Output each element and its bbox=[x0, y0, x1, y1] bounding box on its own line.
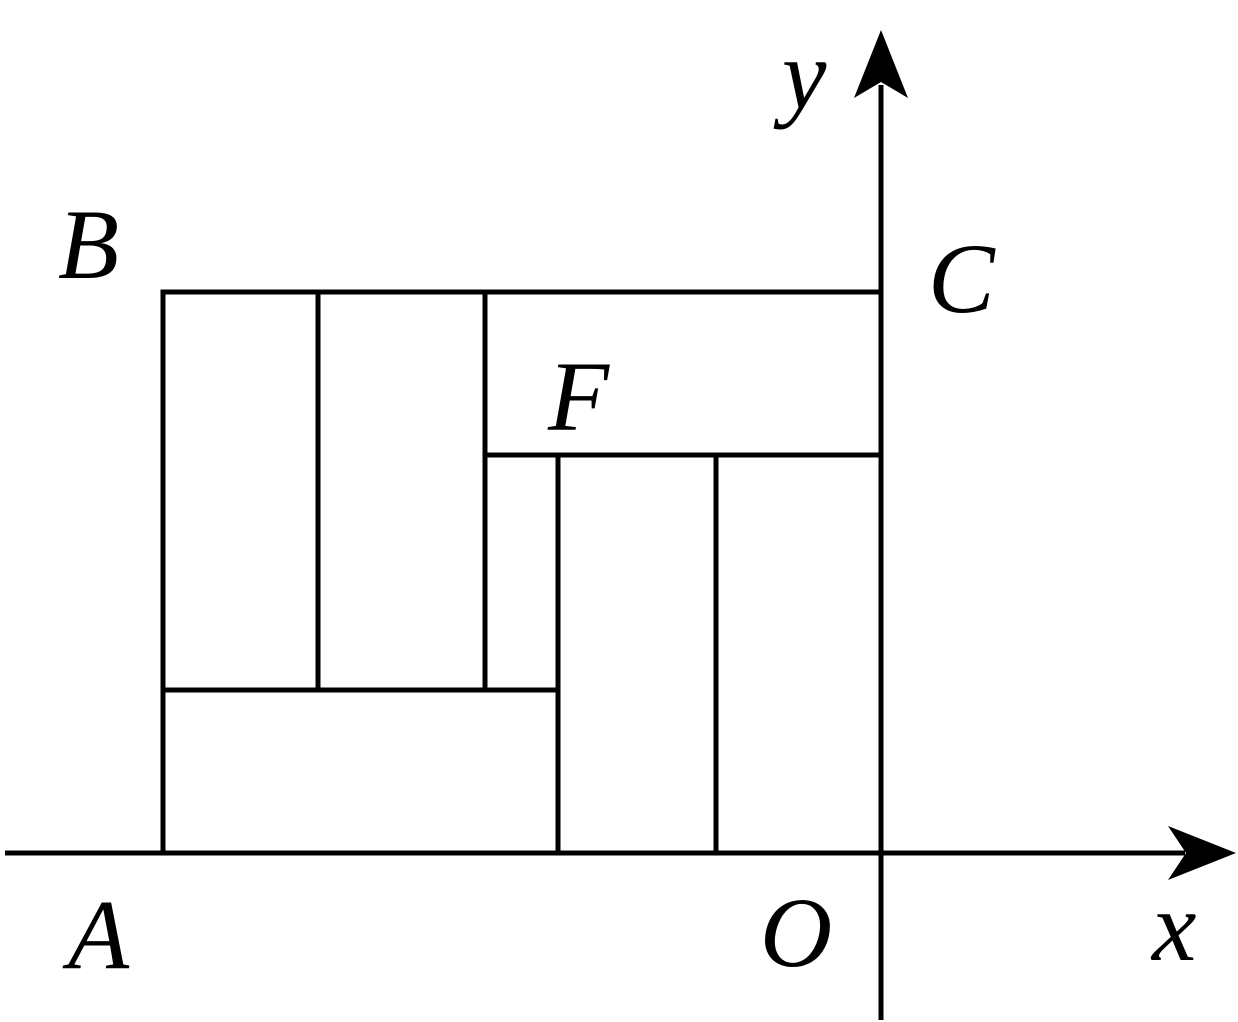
y-axis-arrowhead bbox=[854, 30, 908, 98]
point-label-B: B bbox=[58, 189, 119, 300]
point-label-A: A bbox=[62, 879, 130, 990]
point-label-C: C bbox=[928, 223, 996, 334]
x-axis-label: x bbox=[1150, 871, 1196, 982]
point-label-O: O bbox=[760, 877, 832, 988]
point-label-F: F bbox=[547, 341, 610, 452]
x-axis-arrowhead bbox=[1168, 826, 1236, 880]
y-axis-label: y bbox=[773, 19, 827, 130]
